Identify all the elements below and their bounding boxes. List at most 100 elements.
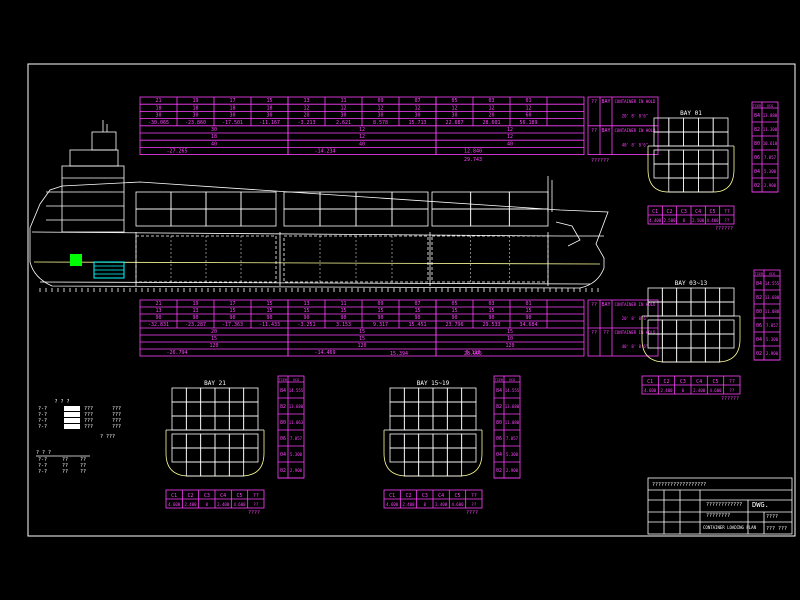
weight-total: -26.794 <box>166 350 187 356</box>
deck-container-slot <box>461 401 477 417</box>
side-label: BAY <box>601 128 610 134</box>
tier-number: 02 <box>280 468 286 474</box>
hold-container-slot <box>690 347 706 363</box>
weight-cell: 19 <box>192 301 198 307</box>
weight-cell: 15 <box>525 308 531 314</box>
hold-container-slot <box>432 433 448 449</box>
weight-cell: -17.363 <box>222 322 243 328</box>
tier-vcg: 13.680 <box>765 295 780 300</box>
tier-vcg: 2.900 <box>506 468 519 473</box>
deck-container-slot <box>446 387 463 403</box>
hold-container-slot <box>446 461 463 477</box>
plan-name: CONTAINER LOADING PLAN <box>703 525 757 530</box>
row-number: C3 <box>681 209 687 215</box>
weight-subtotal: 12 <box>359 127 365 133</box>
weight-cell: 15 <box>266 308 272 314</box>
tier-vcg: 5.300 <box>764 169 777 174</box>
bay-15-19-section: BAY 15~19C14.600C22.400C30C42.400C54.600… <box>383 375 521 516</box>
deck-container-slot <box>683 117 699 133</box>
row-number: C3 <box>680 379 686 385</box>
deck-container-slot <box>418 387 434 403</box>
deck-container-slot <box>403 401 420 417</box>
tier-vcg: 13.880 <box>763 113 778 118</box>
weight-cell: 12 <box>340 105 346 111</box>
deck-container-slot <box>228 387 245 403</box>
deck-container-slot <box>698 131 714 147</box>
weight-cell: 15.451 <box>408 322 426 328</box>
weight-cell: 09 <box>377 301 383 307</box>
tier-vcg: 11.080 <box>765 309 780 314</box>
hold-container-slot <box>712 149 729 165</box>
legend-text: ?? <box>62 457 68 463</box>
weight-cell: 90 <box>414 315 420 321</box>
side-label: BAY <box>601 99 610 105</box>
weight-cell: 18 <box>155 105 161 111</box>
weight-cell: 15 <box>266 98 272 104</box>
tier-header: VCG <box>769 272 775 276</box>
deck-container-slot <box>418 401 434 417</box>
row-number: C5 <box>454 493 460 499</box>
side-label: ?? <box>591 302 597 308</box>
tier-number: 02 <box>754 183 760 189</box>
row-number: C4 <box>695 209 701 215</box>
row-number: C2 <box>405 493 411 499</box>
deck-container-slot <box>403 415 420 431</box>
weight-subtotal: 12 <box>359 134 365 140</box>
row-offset: ?? <box>471 502 476 507</box>
hold-container-slot <box>668 163 684 179</box>
weight-cell: 15 <box>488 308 494 314</box>
bay-label: BAY 21 <box>204 380 226 387</box>
tier-number: 82 <box>280 404 286 410</box>
weight-cell: 13 <box>155 308 161 314</box>
hold-container-slot <box>432 461 448 477</box>
deck-container-slot <box>185 401 202 417</box>
hold-container-slot <box>446 447 463 463</box>
legend-code: ?-? <box>38 406 47 412</box>
deck-container-slot <box>171 387 187 403</box>
tier-vcg: 5.300 <box>290 452 303 457</box>
tier-vcg: 7.857 <box>506 436 519 441</box>
tier-number: 82 <box>496 404 502 410</box>
weight-cell: 12 <box>525 105 531 111</box>
row-number: C4 <box>696 379 702 385</box>
company-name: ?????????????????? <box>652 482 706 488</box>
deck-container-slot <box>171 415 187 431</box>
hold-container-slot <box>243 433 259 449</box>
weight-subtotal: 120 <box>505 343 514 349</box>
weight-subtotal: 12 <box>507 127 513 133</box>
weight-cell: 90 <box>377 315 383 321</box>
weight-cell: 13 <box>303 98 309 104</box>
hold-container-slot <box>403 461 420 477</box>
weight-total: -14.234 <box>314 149 335 155</box>
row-offset: 0 <box>682 388 685 393</box>
side-label: ?? <box>603 330 609 336</box>
weight-cell: 03 <box>488 301 494 307</box>
hold-container-slot <box>661 319 678 335</box>
row-number: C1 <box>647 379 653 385</box>
hold-container-slot <box>683 149 699 165</box>
deck-container-slot <box>668 117 684 133</box>
deck-container-slot <box>668 131 684 147</box>
deck-container-slot <box>719 301 735 317</box>
hold-container-slot <box>461 447 477 463</box>
hold-container-slot <box>185 461 202 477</box>
deck-container-slot <box>185 415 202 431</box>
drawing-frame <box>27 63 796 537</box>
row-offset: 4.400 <box>649 218 662 223</box>
weight-cell: 05 <box>451 301 457 307</box>
weight-total: 28.995 <box>464 351 482 357</box>
row-offset: 2.400 <box>435 502 448 507</box>
side-label: ?? <box>591 99 597 105</box>
weight-cell: 8.578 <box>373 120 388 126</box>
hold-container-slot <box>668 149 684 165</box>
bay-note: ???? <box>248 510 260 516</box>
legend-swatch <box>64 418 80 423</box>
legend-code: ?-? <box>38 463 47 469</box>
hold-container-slot <box>418 433 434 449</box>
weight-cell: 20 <box>488 113 494 119</box>
bay-label: BAY 01 <box>680 110 702 117</box>
hold-container-slot <box>719 333 735 349</box>
row-offset: ?? <box>253 502 258 507</box>
tier-number: 80 <box>496 420 502 426</box>
